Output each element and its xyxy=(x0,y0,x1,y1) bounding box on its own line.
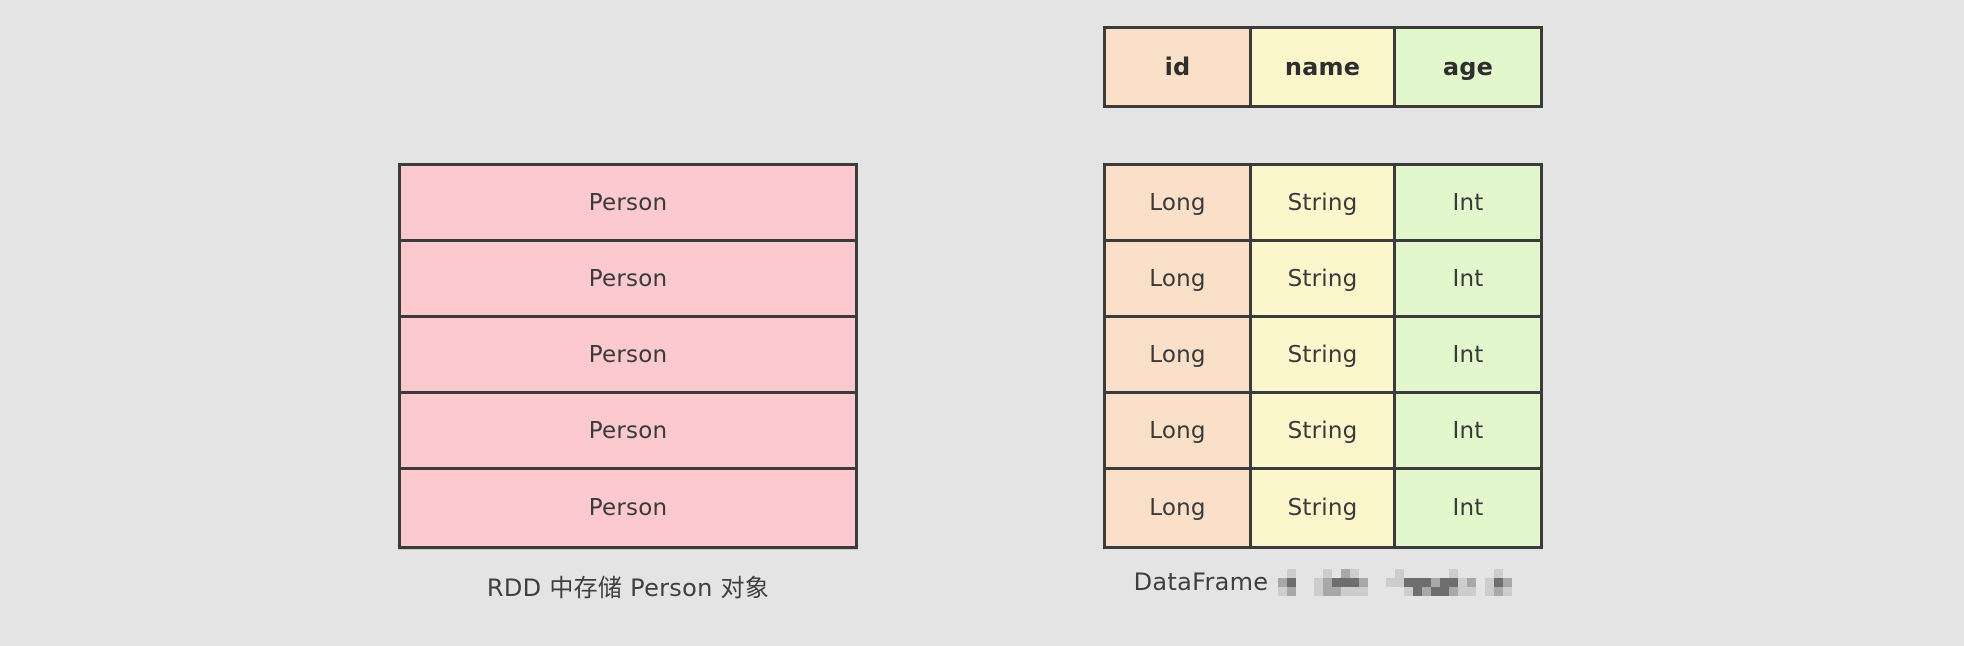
table-cell-age: Int xyxy=(1396,470,1540,546)
table-row: Long String Int xyxy=(1106,470,1540,546)
column-header-label: id xyxy=(1164,53,1191,81)
table-cell-id: Long xyxy=(1106,242,1252,315)
rdd-caption: RDD 中存储 Person 对象 xyxy=(398,568,858,603)
cell-text: String xyxy=(1287,495,1358,521)
dataframe-body-panel: Long String Int Long String Int xyxy=(1103,163,1543,549)
column-header-name: name xyxy=(1252,29,1396,105)
table-cell-age: Int xyxy=(1396,242,1540,315)
rdd-row: Person xyxy=(401,318,855,394)
table-cell-age: Int xyxy=(1396,394,1540,467)
rdd-row-label: Person xyxy=(588,495,668,521)
table-cell-id: Long xyxy=(1106,318,1252,391)
cell-text: String xyxy=(1287,265,1358,292)
table-cell-name: String xyxy=(1252,318,1396,391)
cell-text: Long xyxy=(1149,495,1206,521)
cell-text: Long xyxy=(1149,189,1206,216)
cell-text: Long xyxy=(1149,341,1206,368)
table-cell-name: String xyxy=(1252,394,1396,467)
table-cell-id: Long xyxy=(1106,166,1252,239)
rdd-row-label: Person xyxy=(588,265,668,292)
column-header-age: age xyxy=(1396,29,1540,105)
dataframe-header-table: id name age xyxy=(1103,26,1543,108)
cell-text: Int xyxy=(1452,265,1484,292)
table-cell-age: Int xyxy=(1396,318,1540,391)
dataframe-header-panel: id name age xyxy=(1103,26,1543,108)
dataframe-body-table: Long String Int Long String Int xyxy=(1103,163,1543,549)
dataframe-caption-text: DataFrame xyxy=(1133,568,1269,596)
rdd-row-label: Person xyxy=(588,417,668,444)
dataframe-caption: DataFrame xyxy=(1103,568,1543,596)
cell-text: Long xyxy=(1149,265,1206,292)
table-cell-age: Int xyxy=(1396,166,1540,239)
cell-text: String xyxy=(1287,189,1358,216)
table-row: Long String Int xyxy=(1106,166,1540,242)
cell-text: Int xyxy=(1452,495,1484,521)
table-cell-id: Long xyxy=(1106,394,1252,467)
column-header-label: name xyxy=(1284,53,1361,81)
table-cell-name: String xyxy=(1252,166,1396,239)
cell-text: Long xyxy=(1149,417,1206,444)
table-cell-name: String xyxy=(1252,242,1396,315)
redacted-text-mosaic xyxy=(1278,568,1513,596)
rdd-table: Person Person Person Person Person xyxy=(398,163,858,549)
table-cell-id: Long xyxy=(1106,470,1252,546)
table-cell-name: String xyxy=(1252,470,1396,546)
rdd-caption-text: RDD 中存储 Person 对象 xyxy=(486,574,770,602)
rdd-row: Person xyxy=(401,470,855,546)
rdd-row: Person xyxy=(401,166,855,242)
rdd-row: Person xyxy=(401,394,855,470)
table-header-row: id name age xyxy=(1106,29,1540,105)
column-header-id: id xyxy=(1106,29,1252,105)
cell-text: Int xyxy=(1452,189,1484,216)
table-row: Long String Int xyxy=(1106,242,1540,318)
rdd-row-label: Person xyxy=(588,341,668,368)
table-row: Long String Int xyxy=(1106,318,1540,394)
column-header-label: age xyxy=(1442,53,1494,81)
cell-text: String xyxy=(1287,417,1358,444)
table-row: Long String Int xyxy=(1106,394,1540,470)
cell-text: String xyxy=(1287,341,1358,368)
cell-text: Int xyxy=(1452,417,1484,444)
rdd-panel: Person Person Person Person Person xyxy=(398,163,858,549)
rdd-row: Person xyxy=(401,242,855,318)
cell-text: Int xyxy=(1452,341,1484,368)
rdd-row-label: Person xyxy=(588,189,668,216)
